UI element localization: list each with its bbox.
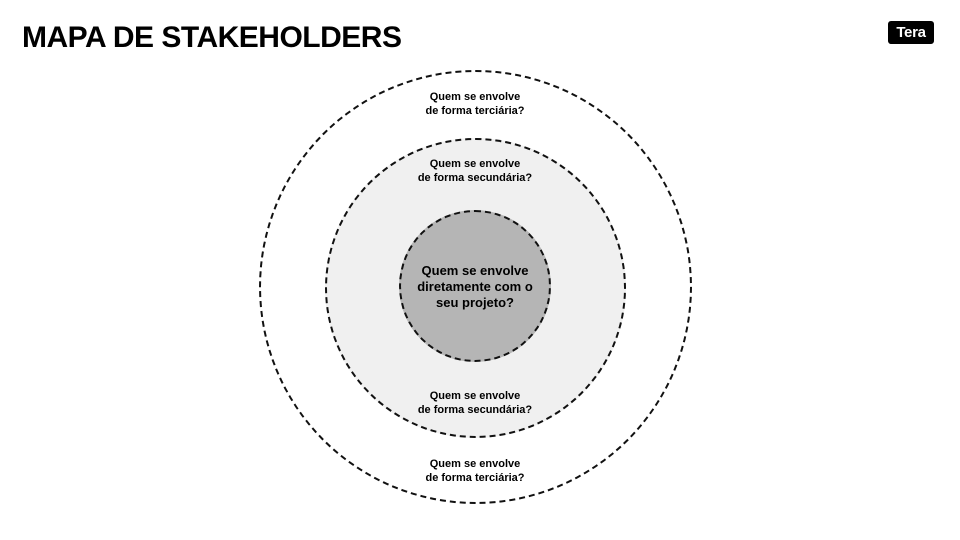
core-label-line-2: diretamente com o	[417, 279, 533, 294]
page-title: MAPA DE STAKEHOLDERS	[22, 21, 402, 54]
core-label: Quem se envolve diretamente com o seu pr…	[405, 263, 545, 311]
tertiary-label-bottom-line-2: de forma terciária?	[425, 472, 525, 484]
secondary-label-top-line-1: Quem se envolve	[429, 158, 521, 170]
tertiary-label-bottom: Quem se envolve de forma terciária?	[375, 457, 575, 485]
secondary-label-top-line-2: de forma secundária?	[417, 172, 533, 184]
secondary-label-top: Quem se envolve de forma secundária?	[375, 157, 575, 185]
tertiary-label-top-line-1: Quem se envolve	[429, 91, 521, 103]
secondary-label-bottom-line-1: Quem se envolve	[429, 390, 521, 402]
tertiary-label-bottom-line-1: Quem se envolve	[429, 458, 521, 470]
secondary-label-bottom: Quem se envolve de forma secundária?	[375, 389, 575, 417]
secondary-label-bottom-line-2: de forma secundária?	[417, 404, 533, 416]
core-label-line-1: Quem se envolve	[421, 263, 529, 278]
tertiary-label-top-line-2: de forma terciária?	[425, 105, 525, 117]
tertiary-label-top: Quem se envolve de forma terciária?	[375, 90, 575, 118]
core-ring	[399, 210, 551, 362]
core-label-line-3: seu projeto?	[435, 295, 514, 310]
tera-logo: Tera	[888, 21, 934, 44]
